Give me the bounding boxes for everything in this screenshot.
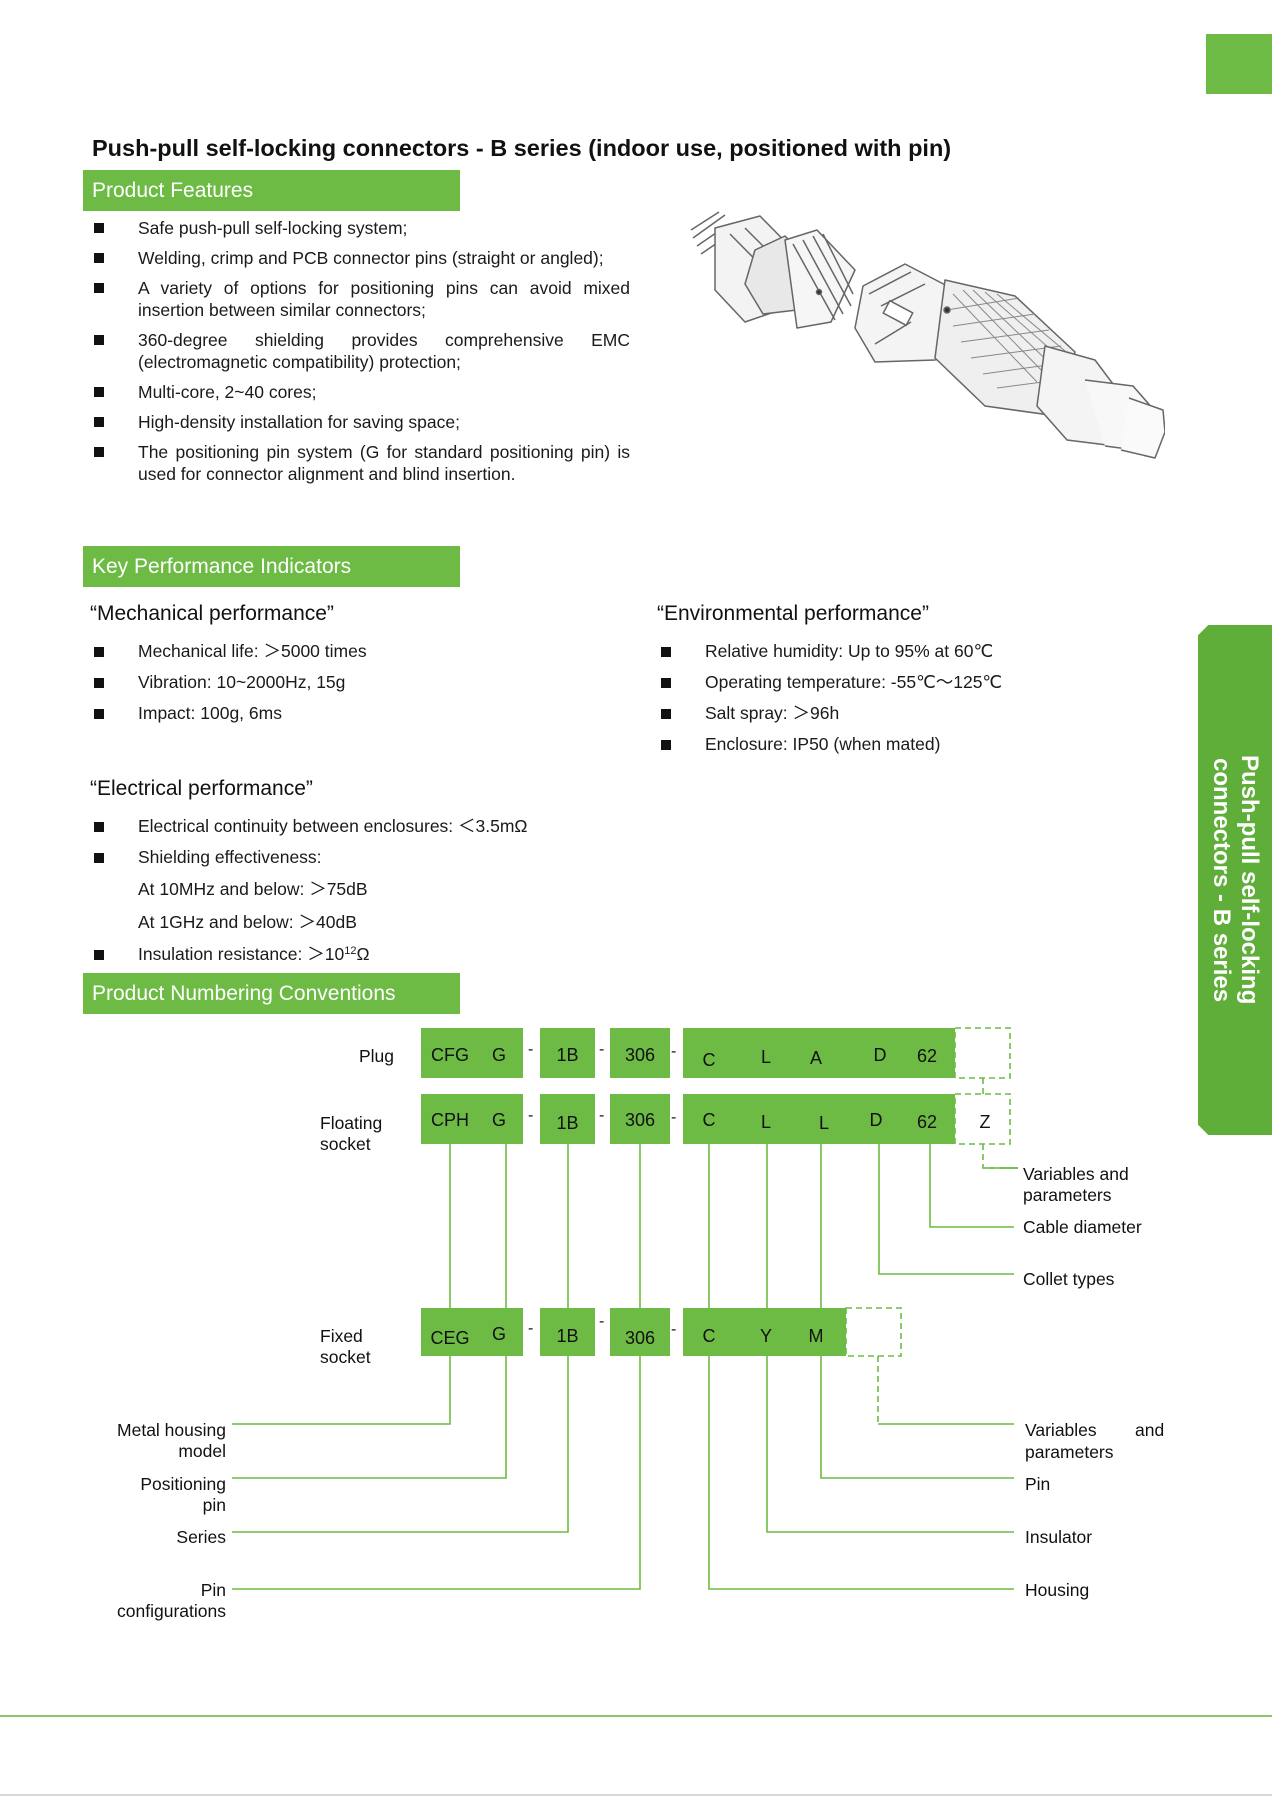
fixed-code-config: 306: [624, 1328, 656, 1348]
plug-code-series: 1B: [556, 1045, 579, 1065]
separator-dash: -: [599, 1313, 605, 1330]
legend-insulator: Insulator: [1025, 1527, 1093, 1547]
separator-dash: -: [599, 1041, 605, 1058]
corner-tab: [1206, 34, 1272, 94]
fixed-code-housing: CEG: [430, 1328, 470, 1348]
footer-rule: [0, 1715, 1272, 1717]
side-tab-line1: Push-pull self-locking: [1236, 755, 1263, 1005]
legend-variables-top: Variables and parameters: [1023, 1164, 1129, 1205]
footer-rule-bottom: [0, 1794, 1272, 1796]
plug-code-config: 306: [624, 1045, 656, 1065]
feature-item: The positioning pin system (G for standa…: [92, 441, 630, 485]
environmental-title: “Environmental performance”: [657, 602, 929, 625]
fixed-code-series: 1B: [556, 1326, 579, 1346]
environmental-item: Relative humidity: Up to 95% at 60℃: [659, 636, 1002, 667]
legend-metal-housing: Metal housing model: [117, 1420, 226, 1461]
separator-dash: -: [671, 1043, 677, 1060]
insulation-exponent: 12: [344, 945, 357, 957]
section-bar-features: Product Features: [83, 170, 460, 211]
legend-cable-diameter: Cable diameter: [1023, 1217, 1142, 1237]
legend-variables-bottom-3: parameters: [1025, 1442, 1114, 1462]
environmental-item: Operating temperature: -55℃～125℃: [659, 667, 1002, 698]
legend-variables-bottom-2: and: [1135, 1420, 1165, 1440]
environmental-item: Salt spray: ＞96h: [659, 698, 1002, 729]
floating-code-l1: L: [760, 1112, 771, 1132]
feature-item: Multi-core, 2~40 cores;: [92, 381, 630, 403]
plug-code-d: D: [873, 1045, 887, 1065]
floating-code-config: 306: [624, 1110, 656, 1130]
row-label-floating: Floating socket: [320, 1113, 383, 1154]
plug-code-c: C: [702, 1050, 716, 1070]
features-list: Safe push-pull self-locking system; Weld…: [92, 217, 630, 493]
mechanical-title: “Mechanical performance”: [90, 602, 334, 625]
electrical-subitem: At 1GHz and below: ＞40dB: [138, 912, 357, 932]
environmental-item: Enclosure: IP50 (when mated): [659, 729, 1002, 760]
electrical-title: “Electrical performance”: [90, 777, 313, 800]
side-tab-line2: connectors - B series: [1208, 757, 1235, 1003]
fixed-code-y: Y: [759, 1326, 772, 1346]
floating-code-d: D: [869, 1110, 883, 1130]
separator-dash: -: [528, 1107, 534, 1124]
side-tab: [1198, 625, 1272, 1135]
separator-dash: -: [671, 1109, 677, 1126]
electrical-item: Insulation resistance: ＞1012Ω: [92, 939, 528, 970]
feature-item: A variety of options for positioning pin…: [92, 277, 630, 321]
mechanical-item: Vibration: 10~2000Hz, 15g: [92, 667, 367, 698]
floating-code-series: 1B: [556, 1113, 579, 1133]
row-label-plug: Plug: [358, 1046, 394, 1066]
electrical-item: Shielding effectiveness:: [92, 842, 528, 873]
connector-illustration: [690, 211, 1165, 459]
insulation-unit: Ω: [356, 944, 370, 964]
floating-code-c: C: [702, 1110, 716, 1130]
plug-code-62: 62: [916, 1046, 938, 1066]
section-bar-numbering: Product Numbering Conventions: [83, 973, 460, 1014]
legend-positioning-pin: Positioning pin: [140, 1474, 226, 1515]
mechanical-item: Mechanical life: ＞5000 times: [92, 636, 367, 667]
mechanical-list: Mechanical life: ＞5000 times Vibration: …: [92, 636, 367, 729]
feature-item: 360-degree shielding provides comprehens…: [92, 329, 630, 373]
separator-dash: -: [599, 1107, 605, 1124]
floating-code-var: Z: [979, 1112, 991, 1132]
legend-collet-types: Collet types: [1023, 1269, 1115, 1289]
legend-variables-bottom-1: Variables: [1025, 1420, 1097, 1440]
electrical-subitem: At 10MHz and below: ＞75dB: [138, 879, 368, 899]
legend-pin-configurations: Pin configurations: [117, 1580, 226, 1621]
floating-code-l2: L: [818, 1113, 829, 1133]
floating-code-62: 62: [916, 1112, 938, 1132]
plug-code-housing: CFG: [431, 1045, 469, 1065]
plug-code-a: A: [809, 1048, 822, 1068]
floating-code-pin: G: [491, 1110, 506, 1130]
section-bar-kpi: Key Performance Indicators: [83, 546, 460, 587]
separator-dash: -: [528, 1320, 534, 1337]
environmental-list: Relative humidity: Up to 95% at 60℃ Oper…: [659, 636, 1002, 760]
feature-item: High-density installation for saving spa…: [92, 411, 630, 433]
insulation-text: Insulation resistance: ＞10: [138, 944, 345, 964]
legend-housing: Housing: [1025, 1580, 1090, 1600]
separator-dash: -: [528, 1041, 534, 1058]
plug-code-pin: G: [491, 1045, 506, 1065]
legend-pin: Pin: [1025, 1474, 1051, 1494]
floating-code-housing: CPH: [430, 1110, 469, 1130]
electrical-list: Electrical continuity between enclosures…: [92, 811, 528, 970]
fixed-code-c: C: [702, 1326, 716, 1346]
fixed-code-pin: G: [491, 1324, 506, 1344]
plug-code-l: L: [760, 1047, 771, 1067]
feature-item: Welding, crimp and PCB connector pins (s…: [92, 247, 630, 269]
legend-series: Series: [176, 1527, 226, 1547]
page-title: Push-pull self-locking connectors - B se…: [92, 135, 952, 161]
mechanical-item: Impact: 100g, 6ms: [92, 698, 367, 729]
separator-dash: -: [671, 1321, 677, 1338]
electrical-item: Electrical continuity between enclosures…: [92, 811, 528, 842]
row-label-fixed: Fixed socket: [320, 1326, 371, 1367]
feature-item: Safe push-pull self-locking system;: [92, 217, 630, 239]
fixed-code-m: M: [808, 1326, 824, 1346]
